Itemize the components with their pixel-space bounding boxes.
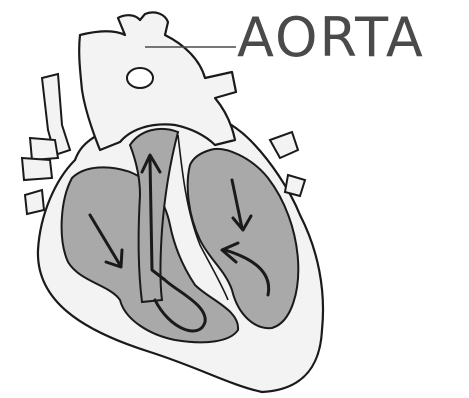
left-vessel-bottom	[25, 190, 44, 214]
right-vessel-upper	[270, 132, 298, 158]
aorta-label: AORTA	[237, 6, 425, 70]
right-vessel-lower	[285, 175, 305, 196]
pulmonary-opening	[127, 68, 153, 88]
left-vessel-mid	[30, 138, 58, 160]
left-vessel-lower	[22, 158, 52, 180]
